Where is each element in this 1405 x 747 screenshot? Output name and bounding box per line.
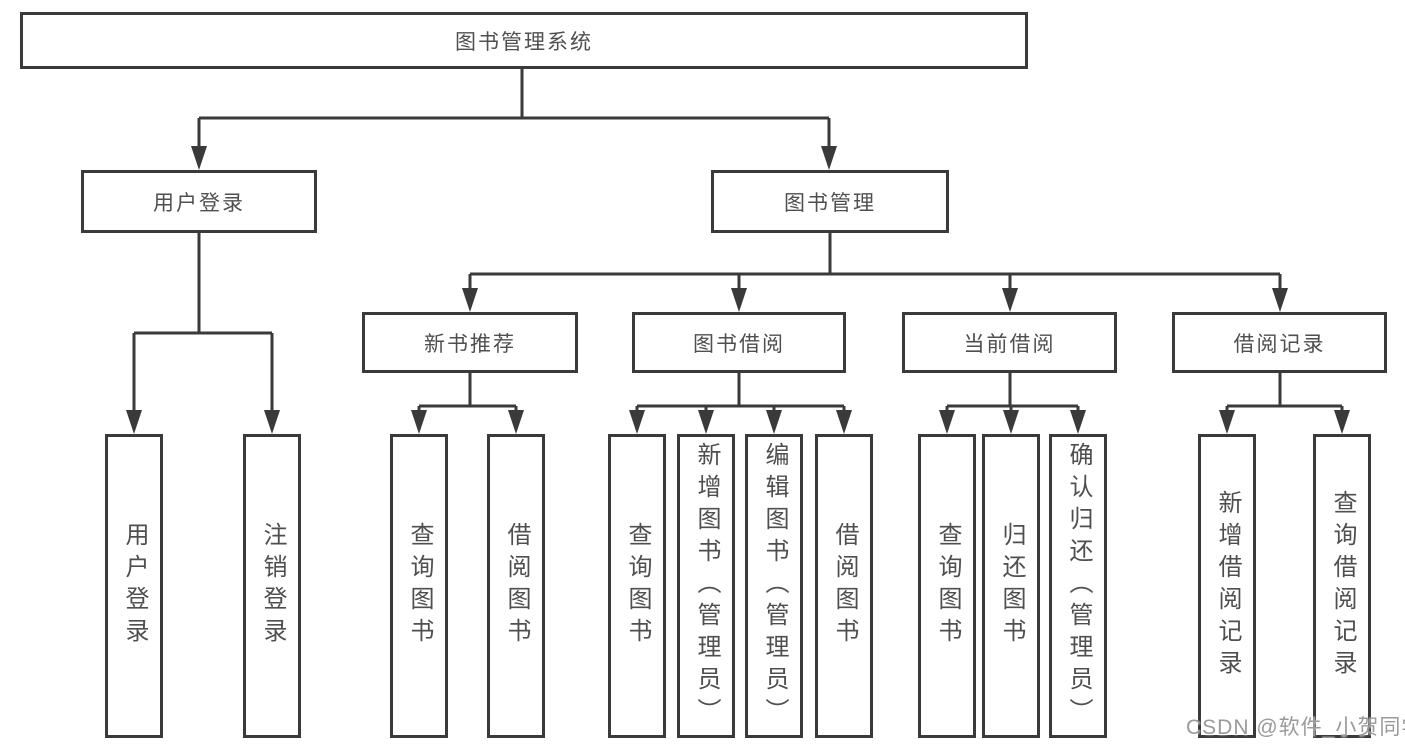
- node-book-borrow: 图书借阅: [632, 312, 846, 373]
- node-new-book-recommend: 新书推荐: [362, 312, 578, 373]
- node-book-management: 图书管理: [711, 170, 949, 233]
- leaf-current-query-label: 查询图书: [934, 522, 961, 650]
- leaf-logout: 注销登录: [243, 434, 301, 738]
- node-root: 图书管理系统: [20, 12, 1028, 69]
- leaf-borrow-edit: 编辑图书（管理员）: [745, 434, 803, 738]
- node-current-borrow: 当前借阅: [902, 312, 1117, 373]
- node-borrow-records: 借阅记录: [1172, 312, 1387, 373]
- leaf-current-confirm: 确认归还（管理员）: [1049, 434, 1107, 738]
- leaf-current-return: 归还图书: [982, 434, 1040, 738]
- leaf-borrow-add-label: 新增图书（管理员）: [693, 442, 720, 730]
- leaf-current-return-label: 归还图书: [998, 522, 1025, 650]
- leaf-newbook-query-label: 查询图书: [406, 522, 433, 650]
- leaf-records-add: 新增借阅记录: [1198, 434, 1256, 738]
- leaf-borrow-edit-label: 编辑图书（管理员）: [761, 442, 788, 730]
- leaf-current-query: 查询图书: [918, 434, 976, 738]
- leaf-borrow-query: 查询图书: [608, 434, 666, 738]
- leaf-records-query-label: 查询借阅记录: [1329, 490, 1356, 682]
- leaf-borrow-query-label: 查询图书: [624, 522, 651, 650]
- leaf-records-query: 查询借阅记录: [1313, 434, 1371, 738]
- watermark: CSDN @软件_小贺同学: [1186, 716, 1405, 739]
- node-user-login: 用户登录: [81, 170, 317, 233]
- leaf-user-login: 用户登录: [105, 434, 163, 738]
- leaf-newbook-query: 查询图书: [390, 434, 448, 738]
- leaf-borrow-add: 新增图书（管理员）: [677, 434, 735, 738]
- leaf-borrow-borrow-label: 借阅图书: [831, 522, 858, 650]
- leaf-user-login-label: 用户登录: [121, 522, 148, 650]
- leaf-newbook-borrow: 借阅图书: [487, 434, 545, 738]
- leaf-records-add-label: 新增借阅记录: [1214, 490, 1241, 682]
- leaf-current-confirm-label: 确认归还（管理员）: [1065, 442, 1092, 730]
- leaf-logout-label: 注销登录: [259, 522, 286, 650]
- tree-edges: [132, 69, 1344, 412]
- connector-arrowheads: [126, 146, 1350, 434]
- leaf-newbook-borrow-label: 借阅图书: [503, 522, 530, 650]
- leaf-borrow-borrow: 借阅图书: [815, 434, 873, 738]
